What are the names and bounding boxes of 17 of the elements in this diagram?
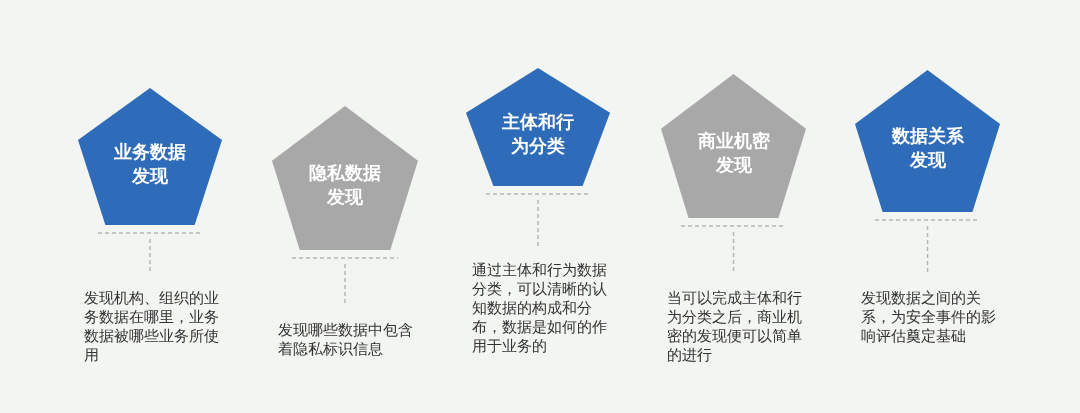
pentagon-node <box>661 74 806 218</box>
pentagon-node <box>466 68 610 186</box>
pentagon-node <box>78 88 222 225</box>
description-text: 发现机构、组织的业务数据在哪里，业务数据被哪些业务所使用 <box>84 288 220 364</box>
pentagon-title: 隐私数据发现 <box>308 162 382 209</box>
description-text: 当可以完成主体和行为分类之后，商业机密的发现便可以简单的进行 <box>667 288 803 364</box>
pentagon-node <box>855 70 1000 212</box>
pentagon-title: 商业机密发现 <box>696 130 771 177</box>
description-text: 发现哪些数据中包含着隐私标识信息 <box>278 320 414 358</box>
dashed-connector <box>926 225 929 275</box>
description-text: 发现数据之间的关系，为安全事件的影响评估奠定基础 <box>861 288 997 345</box>
pentagon-node <box>272 106 418 250</box>
pentagon-title: 业务数据发现 <box>113 140 187 188</box>
pentagon-title: 数据关系发现 <box>890 125 965 172</box>
pentagon-title: 主体和行为分类 <box>501 111 575 158</box>
description-text: 通过主体和行为数据分类，可以清晰的认知数据的构成和分布，数据是如何的作用于业务的 <box>472 260 608 355</box>
dashed-connector <box>537 199 539 247</box>
